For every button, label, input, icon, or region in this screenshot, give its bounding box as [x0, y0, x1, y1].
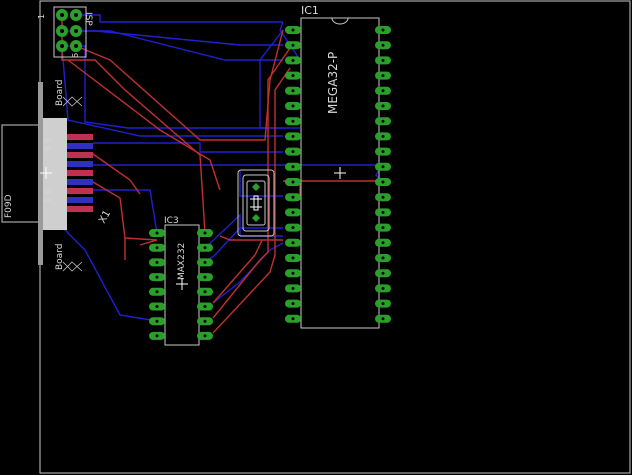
mount-mark-bottom — [62, 261, 83, 272]
isp-name-label: ISP — [83, 12, 93, 26]
ic1-name-label: IC1 — [301, 4, 319, 17]
ic3-pads — [149, 229, 213, 340]
ic3-value-label: MAX232 — [177, 243, 187, 280]
crystal[interactable] — [237, 169, 275, 237]
isp-outline — [53, 6, 87, 58]
isp-pads — [56, 9, 82, 52]
isp-pin6-label: 6 — [71, 53, 80, 58]
connector-pins — [67, 134, 93, 212]
connector-pin — [67, 134, 93, 140]
connector-pin-label-top: 9 5 — [44, 138, 54, 152]
ic1-pads — [285, 26, 391, 323]
ic3-max232[interactable]: IC3 MAX232 — [149, 216, 213, 346]
ic3-name-label: IC3 — [164, 216, 179, 226]
connector-pin — [67, 197, 93, 203]
connector-value-label: F09D — [4, 194, 14, 218]
connector-mount-label-top: Board — [55, 80, 65, 106]
connector-pin — [67, 188, 93, 194]
connector-body — [43, 118, 67, 230]
crystal-outline — [237, 169, 275, 237]
isp-pin1-label: 1 — [37, 14, 46, 19]
connector-pin — [67, 161, 93, 167]
ic1-notch — [331, 17, 349, 25]
connector-mount-label-bottom: Board — [55, 244, 65, 270]
crystal-pad-1 — [252, 183, 260, 191]
connector-pin-label-bottom: 1 6 — [44, 188, 54, 203]
ic1-outline — [300, 17, 380, 329]
connector-pin — [67, 170, 93, 176]
ic3-outline — [164, 224, 200, 346]
mount-mark-top — [62, 96, 83, 107]
db9-connector[interactable]: F09D 9 5 1 6 Board Board X1 — [1, 80, 113, 272]
ic1-atmega32[interactable]: IC1 MEGA32-P — [285, 4, 391, 329]
connector-pin — [67, 179, 93, 185]
isp-header[interactable]: ISP 1 6 — [37, 6, 93, 58]
ic1-value-label: MEGA32-P — [326, 52, 340, 114]
connector-pin — [67, 206, 93, 212]
connector-pin — [67, 143, 93, 149]
crystal-pad-2 — [252, 214, 260, 222]
connector-pin — [67, 152, 93, 158]
